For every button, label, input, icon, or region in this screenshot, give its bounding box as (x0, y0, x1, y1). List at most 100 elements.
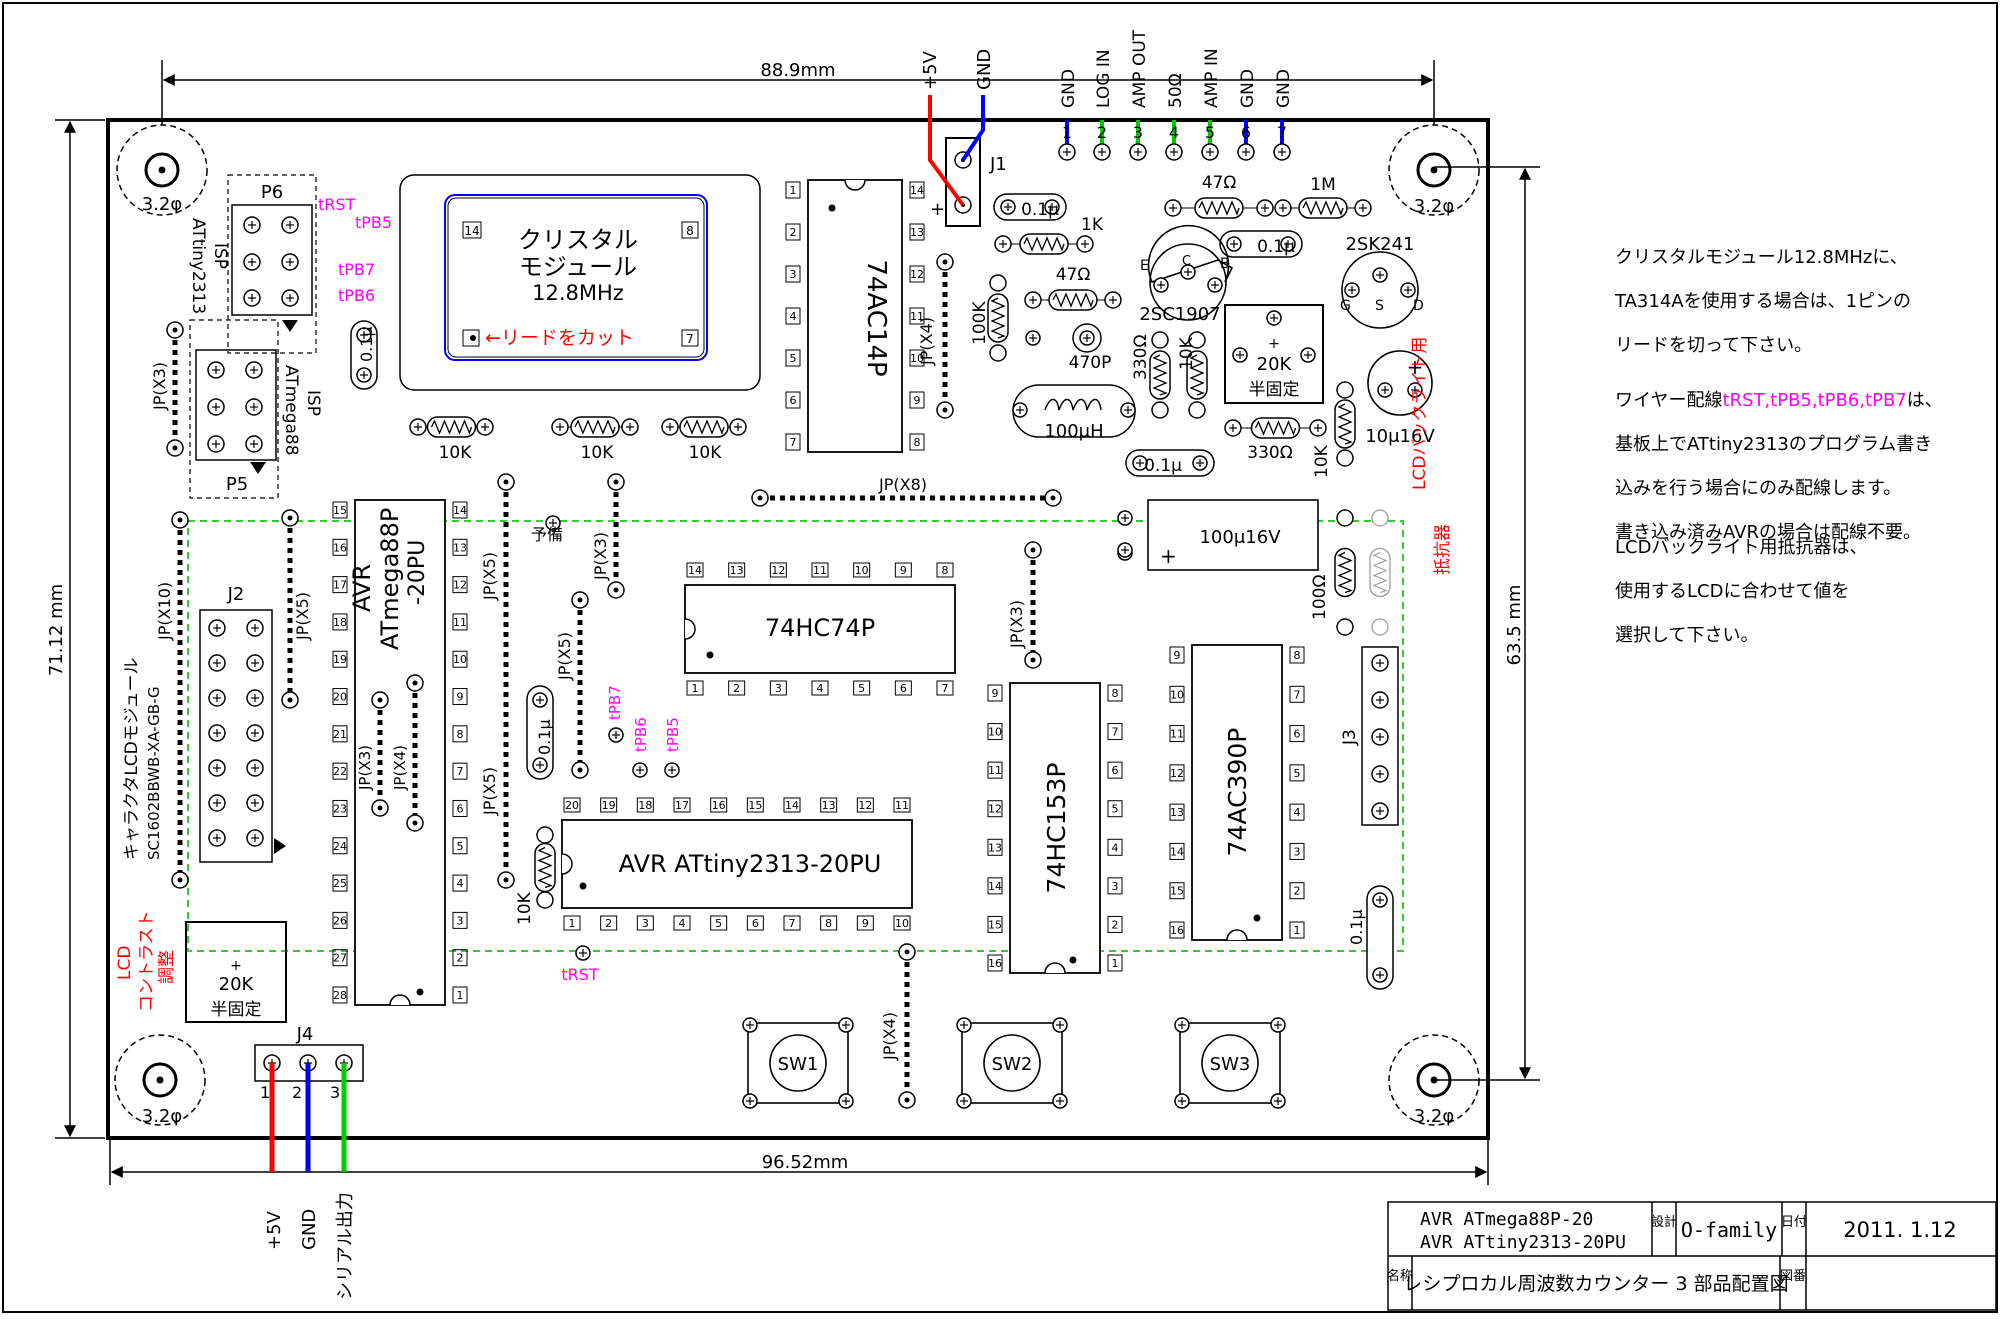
jumper-x4-top-label: JP(X4) (917, 317, 936, 366)
ic-pin (452, 949, 468, 967)
ic-pin-number: 12 (988, 803, 1002, 816)
crystal-pin8-label: 8 (686, 224, 694, 238)
ic-pin-number: 20 (565, 799, 579, 812)
resistor-47a: 47Ω (1164, 173, 1274, 219)
ic-pin (785, 223, 801, 241)
crystal-pin14-label: 14 (464, 224, 479, 238)
ic-pin (936, 680, 954, 696)
j4-pin2: 2 (292, 1083, 302, 1102)
ic-pin (987, 761, 1003, 779)
header-pin-label: LOG IN (1094, 49, 1114, 108)
ic-pin-number: 9 (457, 691, 464, 704)
ic-pin (636, 915, 654, 931)
cap-01u-j3: 0.1μ (1347, 885, 1394, 990)
resistor-pad (1188, 401, 1206, 419)
jumper-x5-tp: JP(X5) (555, 591, 589, 779)
cap-01u-b: 0.1μ (1219, 230, 1303, 258)
p5-isp: ISP (303, 390, 323, 416)
ic-74ac390p-label: 74AC390P (1223, 728, 1252, 857)
resistor-zigzag (1152, 354, 1168, 396)
dim-top-label: 88.9mm (760, 60, 835, 81)
note-crystal: クリスタルモジュール12.8MHzに、 TA314Aを使用する場合は、1ピンの … (1615, 225, 1911, 379)
ic-pin-number: 6 (790, 394, 797, 407)
ic-pin (332, 986, 348, 1004)
ic-pin (452, 911, 468, 929)
ic-pin (452, 613, 468, 631)
pad-dot (377, 697, 383, 703)
lcd-backlight-1: LCDバックライト用 (1410, 337, 1430, 490)
ic-pin (1289, 921, 1305, 939)
jumper-x4-bottom: JP(X4) (880, 943, 916, 1109)
note-wiring-line3: 込みを行う場合にのみ配線します。 (1615, 478, 1902, 499)
vr-contrast-fixed: 半固定 (211, 1000, 262, 1020)
resistor-zigzag (1372, 551, 1388, 594)
ic-pin (1107, 838, 1123, 856)
ic-pin-number: 2 (605, 917, 612, 930)
ic-pin (820, 915, 838, 931)
j4-wire-label-gnd: GND (299, 1209, 320, 1250)
ic-pin-number: 7 (789, 917, 796, 930)
transistor-outline (1149, 243, 1227, 321)
q2-d: D (1413, 298, 1424, 314)
cap-01u-p6: 0.1μ (350, 320, 378, 390)
resistor-10k-a: 10K (1177, 331, 1208, 419)
p5-outline (189, 319, 279, 499)
lcd-backlight-2: 抵抗器 (1433, 524, 1453, 575)
ic-pin-number: 8 (1294, 649, 1301, 662)
resistor-pad (989, 344, 1007, 362)
ic-pin (909, 223, 925, 241)
resistor-backlight-alt (1369, 509, 1391, 636)
ic-pin-number: 14 (785, 799, 799, 812)
p5-label: P5 (226, 474, 248, 495)
dim-left-label: 71.12 mm (46, 584, 67, 676)
pad-dot (1030, 657, 1036, 663)
ic-pin-number: 10 (453, 653, 467, 666)
ic-74hc153p-body (1009, 682, 1101, 974)
pad-dot (757, 495, 763, 501)
ic-pin-number: 7 (457, 765, 464, 778)
transistor-2sc1907-label: 2SC1907 (1139, 304, 1220, 325)
ic-pin-number: 10 (988, 726, 1002, 739)
ic-pin (785, 265, 801, 283)
resistor-pad (1336, 618, 1354, 636)
switch-label: SW2 (992, 1054, 1033, 1075)
ic-pin (563, 915, 581, 931)
ic-pin (332, 911, 348, 929)
ic-pin (909, 181, 925, 199)
ic-pin-number: 1 (569, 917, 576, 930)
resistor-pad (989, 274, 1007, 292)
ic-pin (853, 680, 871, 696)
j2-pin1-arrow (274, 838, 286, 854)
resistor-330a: 330Ω (1131, 331, 1171, 419)
transistor-body (1147, 224, 1234, 283)
ic-attiny2313-label: AVR ATtiny2313-20PU (619, 850, 882, 878)
ic-pin-number: 11 (895, 799, 909, 812)
ic-pin (673, 797, 691, 813)
ic-pin (820, 797, 838, 813)
resistor-pad (1188, 331, 1206, 349)
dimension-top (161, 60, 1435, 125)
cap-body (1147, 499, 1319, 571)
p5-pads (207, 361, 263, 453)
ic-pin-number: 13 (988, 841, 1002, 854)
ic-pin (728, 680, 746, 696)
resistor-10k-3-label: 10K (689, 443, 723, 463)
title-title: レシプロカル周波数カウンター 3 部品配置図 (1403, 1273, 1788, 1295)
cap-01u-top-label: 0.1μ (1021, 200, 1059, 220)
note-wiring-line2: 基板上でATtiny2313のプログラム書き (1615, 434, 1933, 455)
ic-pin-number: 15 (333, 504, 347, 517)
note-backlight: LCDバックライト用抵抗器は、 使用するLCDに合わせて値を 選択して下さい。 (1615, 515, 1867, 669)
q1-e: E (1140, 258, 1149, 274)
resistor-pad (1336, 381, 1354, 399)
j1-label: J1 (989, 154, 1007, 175)
ic-pin (785, 307, 801, 325)
ic-pin-number: 1 (1112, 957, 1119, 970)
hole-label-tr: 3.2φ (1414, 196, 1455, 217)
title-name2: AVR ATtiny2313-20PU (1420, 1232, 1626, 1253)
lcd-area-outline (187, 520, 1404, 952)
p6-trst: tRST (318, 195, 356, 214)
lcd-contrast-1: LCD (115, 946, 135, 980)
crystal-outline (399, 174, 761, 391)
